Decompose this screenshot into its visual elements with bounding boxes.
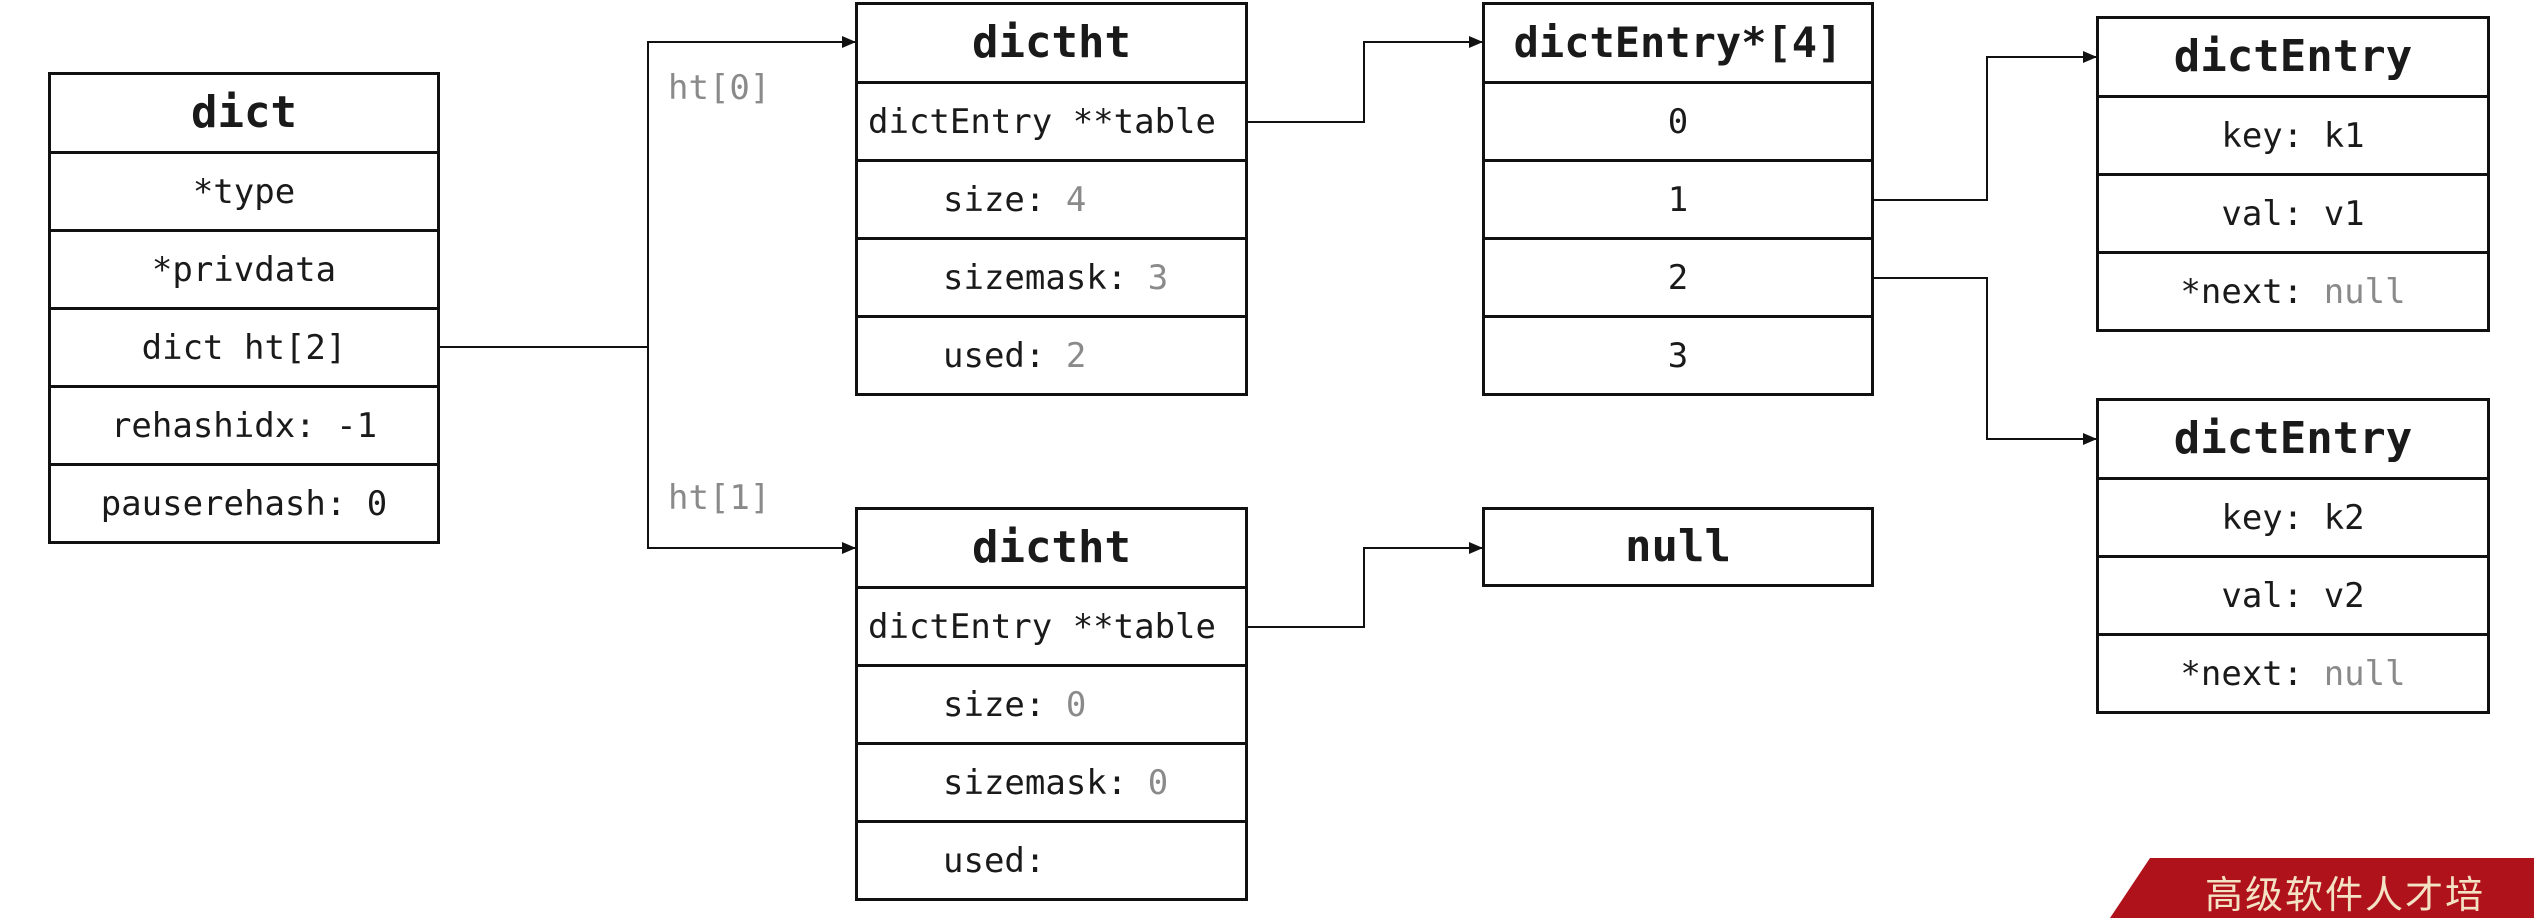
label-ht1: ht[1]: [668, 478, 771, 518]
dict-entry-1-next: *next: null: [2099, 251, 2487, 329]
dictht-1-sizemask: sizemask: 0: [858, 742, 1245, 820]
dict-field-pauserehash: pauserehash: 0: [51, 463, 437, 541]
dictht-1-table: dictEntry **table: [858, 586, 1245, 664]
dictht-1-size: size: 0: [858, 664, 1245, 742]
dict-entry-1-key: key: k1: [2099, 95, 2487, 173]
dict-field-privdata: *privdata: [51, 229, 437, 307]
dict-entry-2-key: key: k2: [2099, 477, 2487, 555]
dict-entry-2: dictEntry key: k2 val: v2 *next: null: [2096, 398, 2490, 714]
dictht-0-sizemask: sizemask: 3: [858, 237, 1245, 315]
dict-entry-1: dictEntry key: k1 val: v1 *next: null: [2096, 16, 2490, 332]
dictht-1-used: used:: [858, 820, 1245, 898]
dict-entry-2-title: dictEntry: [2173, 413, 2413, 464]
entry-array: dictEntry*[4] 0 1 2 3: [1482, 2, 1874, 396]
dictht-0-used: used: 2: [858, 315, 1245, 393]
dictht-1: dictht dictEntry **table size: 0 sizemas…: [855, 507, 1248, 901]
dictht-0-size: size: 4: [858, 159, 1245, 237]
null-title: null: [1625, 521, 1731, 572]
watermark-banner-text: 高级软件人才培: [2205, 873, 2486, 917]
dict-entry-2-val: val: v2: [2099, 555, 2487, 633]
entry-array-slot-3: 3: [1485, 315, 1871, 393]
dict-title: dict: [191, 87, 297, 138]
dictht-0-table: dictEntry **table: [858, 81, 1245, 159]
arrow-slot1-to-entry1: [1872, 51, 2097, 201]
entry-array-slot-1: 1: [1485, 159, 1871, 237]
arrow-dict-to-ht1: [647, 347, 856, 554]
dict-entry-1-val: val: v1: [2099, 173, 2487, 251]
dict-struct: dict *type *privdata dict ht[2] rehashid…: [48, 72, 440, 544]
dict-entry-2-next: *next: null: [2099, 633, 2487, 711]
arrow-slot2-to-entry2: [1872, 277, 2097, 445]
dict-field-ht: dict ht[2]: [51, 307, 437, 385]
entry-array-slot-2: 2: [1485, 237, 1871, 315]
arrow-dict-to-ht0: [438, 36, 856, 348]
dict-field-type: *type: [51, 151, 437, 229]
dictht-1-title: dictht: [972, 522, 1131, 573]
arrow-ht1-table-to-null: [1246, 542, 1483, 628]
arrow-ht0-table-to-array: [1246, 36, 1483, 123]
null-box: null: [1482, 507, 1874, 587]
dict-entry-1-title: dictEntry: [2173, 31, 2413, 82]
label-ht0: ht[0]: [668, 68, 771, 108]
dict-field-rehashidx: rehashidx: -1: [51, 385, 437, 463]
entry-array-title: dictEntry*[4]: [1513, 18, 1843, 67]
dictht-0: dictht dictEntry **table size: 4 sizemas…: [855, 2, 1248, 396]
dictht-0-title: dictht: [972, 17, 1131, 68]
entry-array-slot-0: 0: [1485, 81, 1871, 159]
